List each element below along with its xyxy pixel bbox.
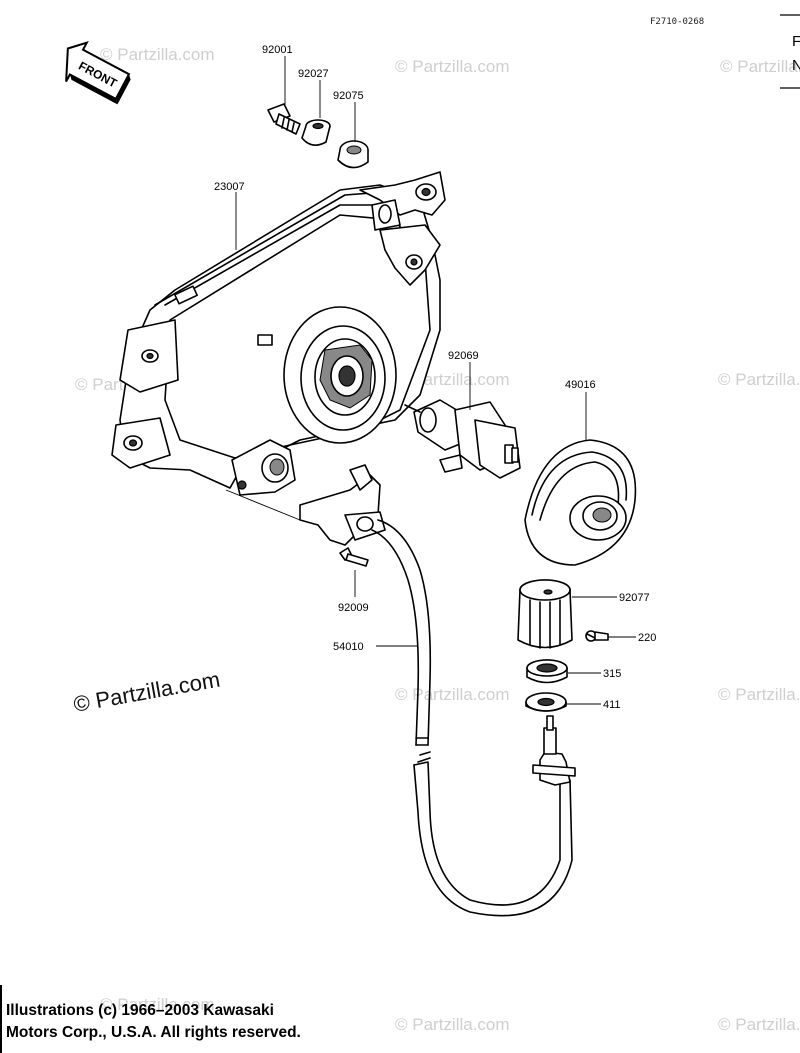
part-labels: 92001 92027 92075 23007 92069 49016 9200… xyxy=(214,44,656,711)
copyright-line-2: Motors Corp., U.S.A. All rights reserved… xyxy=(6,1024,301,1041)
label-92001: 92001 xyxy=(262,44,293,56)
edge-text-n: N xyxy=(792,57,800,74)
copyright-notice: Illustrations (c) 1966–2003 Kawasaki Mot… xyxy=(6,1000,301,1044)
watermark: © Partzilla.com xyxy=(100,45,215,64)
label-23007: 23007 xyxy=(214,181,245,193)
label-411: 411 xyxy=(603,699,621,711)
watermark: © Partzilla.com xyxy=(718,370,800,389)
knob-92077 xyxy=(517,579,573,649)
watermark: © Partzilla.com xyxy=(720,57,800,76)
front-arrow-icon: FRONT xyxy=(65,41,131,105)
label-54010: 54010 xyxy=(333,641,364,653)
bolt-92009 xyxy=(339,547,369,567)
label-92027: 92027 xyxy=(298,68,329,80)
watermark: © Partzilla.com xyxy=(718,1015,800,1034)
watermark: © Partzilla.com xyxy=(395,685,510,704)
cable-54010 xyxy=(371,519,576,917)
label-315: 315 xyxy=(603,668,621,680)
watermark: © Partzilla.com xyxy=(100,995,215,1014)
screw-220 xyxy=(585,630,609,642)
washer-411 xyxy=(525,692,567,712)
bulb-92069 xyxy=(404,399,521,479)
cable-bracket xyxy=(299,464,386,546)
leader-lines xyxy=(225,56,636,705)
headlight-housing-23007 xyxy=(111,171,446,496)
grommet-92075 xyxy=(337,140,369,169)
rubber-cap-49016 xyxy=(524,439,637,566)
label-92077: 92077 xyxy=(619,592,650,604)
edge-text-f: F xyxy=(792,33,800,50)
label-92009: 92009 xyxy=(338,602,369,614)
label-92069: 92069 xyxy=(448,350,479,362)
diagram-code: F2710-0268 xyxy=(650,17,704,27)
collar-92027 xyxy=(301,119,331,146)
copyright-line-1: Illustrations (c) 1966–2003 Kawasaki xyxy=(6,1002,274,1019)
left-edge-bar xyxy=(0,985,2,1053)
nut-315 xyxy=(526,659,568,684)
watermark: © Partzilla.com xyxy=(718,685,800,704)
label-92075: 92075 xyxy=(333,90,364,102)
watermark: © Partzilla.com xyxy=(395,1015,510,1034)
bolt-92001 xyxy=(267,103,301,135)
label-220: 220 xyxy=(638,632,656,644)
watermark-main: © Partzilla.com xyxy=(72,667,222,717)
watermark: © Partzilla.com xyxy=(395,57,510,76)
label-49016: 49016 xyxy=(565,379,596,391)
